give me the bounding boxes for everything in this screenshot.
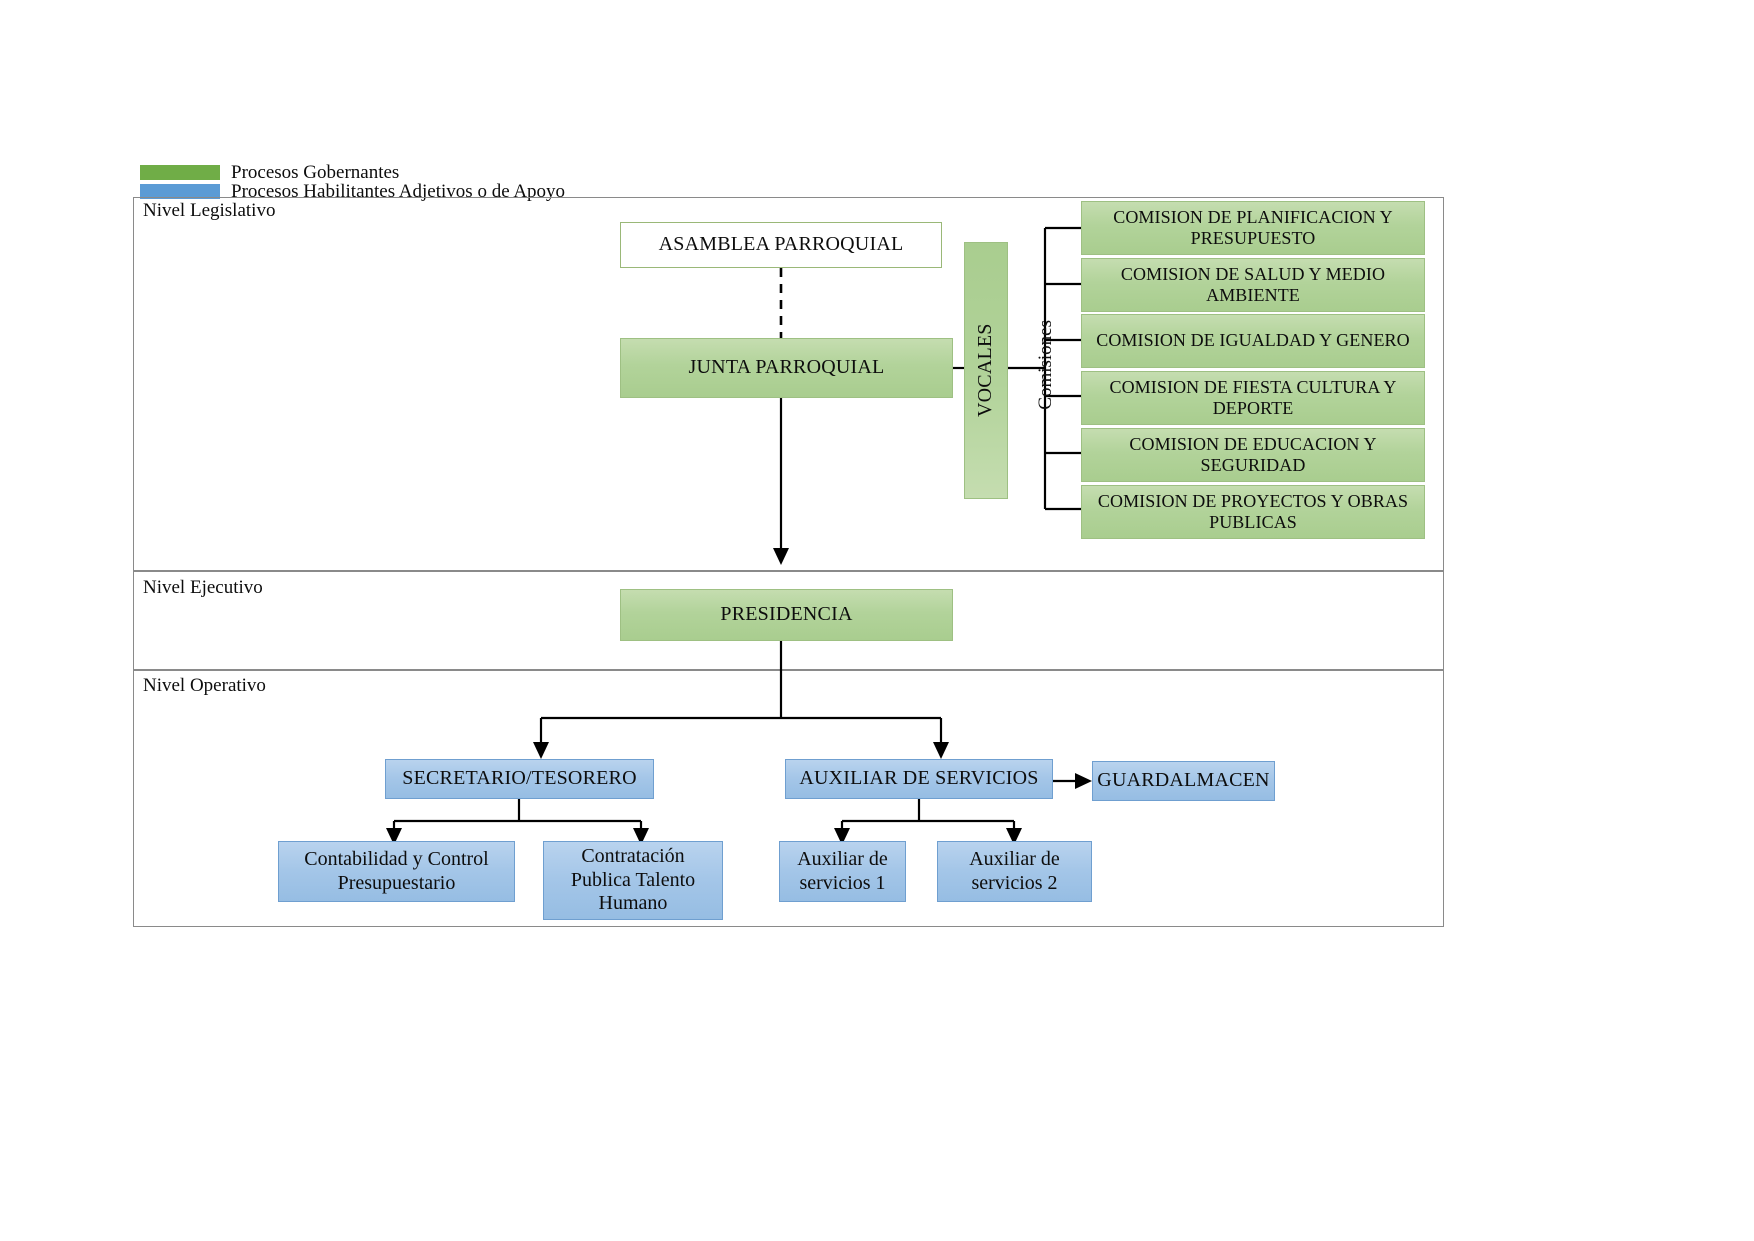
node-guardalmacen[interactable]: GUARDALMACEN xyxy=(1092,761,1275,801)
node-comision-6-label: COMISION DE PROYECTOS Y OBRAS PUBLICAS xyxy=(1097,490,1409,532)
node-comision-salud-medio-ambiente[interactable]: COMISION DE SALUD Y MEDIO AMBIENTE xyxy=(1081,258,1425,312)
node-comision-1-label: COMISION DE PLANIFICACION Y PRESUPUESTO xyxy=(1113,206,1393,248)
legend-item-habilitantes: Procesos Habilitantes Adjetivos o de Apo… xyxy=(140,182,565,201)
node-comision-educacion-seguridad[interactable]: COMISION DE EDUCACION Y SEGURIDAD xyxy=(1081,428,1425,482)
level-label-ejecutivo: Nivel Ejecutivo xyxy=(143,577,263,598)
node-vocales-label: VOCALES xyxy=(974,323,997,418)
level-frame-ejecutivo xyxy=(133,571,1444,670)
node-junta-parroquial[interactable]: JUNTA PARROQUIAL xyxy=(620,338,953,398)
node-junta-parroquial-label: JUNTA PARROQUIAL xyxy=(688,356,885,379)
node-guardalmacen-label: GUARDALMACEN xyxy=(1097,769,1270,792)
legend-swatch-green xyxy=(140,165,220,180)
node-auxiliar-servicios-1[interactable]: Auxiliar de servicios 1 xyxy=(779,841,906,902)
level-frame-legislativo xyxy=(133,197,1444,571)
node-contabilidad-label: Contabilidad y Control Presupuestario xyxy=(304,847,489,894)
node-presidencia-label: PRESIDENCIA xyxy=(720,603,853,626)
node-comision-planificacion-presupuesto[interactable]: COMISION DE PLANIFICACION Y PRESUPUESTO xyxy=(1081,201,1425,255)
node-auxiliar-servicios-2-label: Auxiliar de servicios 2 xyxy=(969,847,1060,894)
node-asamblea-parroquial[interactable]: ASAMBLEA PARROQUIAL xyxy=(620,222,942,268)
node-contratacion-label: Contratación Publica Talento Humano xyxy=(570,845,696,915)
node-contabilidad-control-presupuestario[interactable]: Contabilidad y Control Presupuestario xyxy=(278,841,515,902)
node-vocales[interactable]: VOCALES xyxy=(964,242,1008,499)
node-auxiliar-servicios-1-label: Auxiliar de servicios 1 xyxy=(797,847,888,894)
level-frame-operativo xyxy=(133,670,1444,927)
legend-label-gobernantes: Procesos Gobernantes xyxy=(231,162,400,183)
legend-label-habilitantes: Procesos Habilitantes Adjetivos o de Apo… xyxy=(231,181,566,202)
node-asamblea-parroquial-label: ASAMBLEA PARROQUIAL xyxy=(658,233,904,256)
label-comisiones: Comisiones xyxy=(1035,320,1056,410)
node-auxiliar-servicios-2[interactable]: Auxiliar de servicios 2 xyxy=(937,841,1092,902)
level-label-legislativo: Nivel Legislativo xyxy=(143,200,276,221)
node-comision-fiesta-cultura-deporte[interactable]: COMISION DE FIESTA CULTURA Y DEPORTE xyxy=(1081,371,1425,425)
node-secretario-tesorero[interactable]: SECRETARIO/TESORERO xyxy=(385,759,654,799)
node-contratacion-publica-talento-humano[interactable]: Contratación Publica Talento Humano xyxy=(543,841,723,920)
legend-swatch-blue xyxy=(140,184,220,199)
node-comision-proyectos-obras-publicas[interactable]: COMISION DE PROYECTOS Y OBRAS PUBLICAS xyxy=(1081,485,1425,539)
node-comision-igualdad-genero[interactable]: COMISION DE IGUALDAD Y GENERO xyxy=(1081,314,1425,368)
node-comision-4-label: COMISION DE FIESTA CULTURA Y DEPORTE xyxy=(1109,376,1397,418)
node-auxiliar-de-servicios[interactable]: AUXILIAR DE SERVICIOS xyxy=(785,759,1053,799)
node-secretario-tesorero-label: SECRETARIO/TESORERO xyxy=(402,767,637,790)
node-comision-3-label: COMISION DE IGUALDAD Y GENERO xyxy=(1096,330,1410,351)
node-auxiliar-de-servicios-label: AUXILIAR DE SERVICIOS xyxy=(799,767,1039,790)
legend-item-gobernantes: Procesos Gobernantes xyxy=(140,163,399,182)
level-label-operativo: Nivel Operativo xyxy=(143,675,266,696)
node-comision-5-label: COMISION DE EDUCACION Y SEGURIDAD xyxy=(1129,433,1377,475)
node-comision-2-label: COMISION DE SALUD Y MEDIO AMBIENTE xyxy=(1120,263,1386,305)
node-presidencia[interactable]: PRESIDENCIA xyxy=(620,589,953,641)
